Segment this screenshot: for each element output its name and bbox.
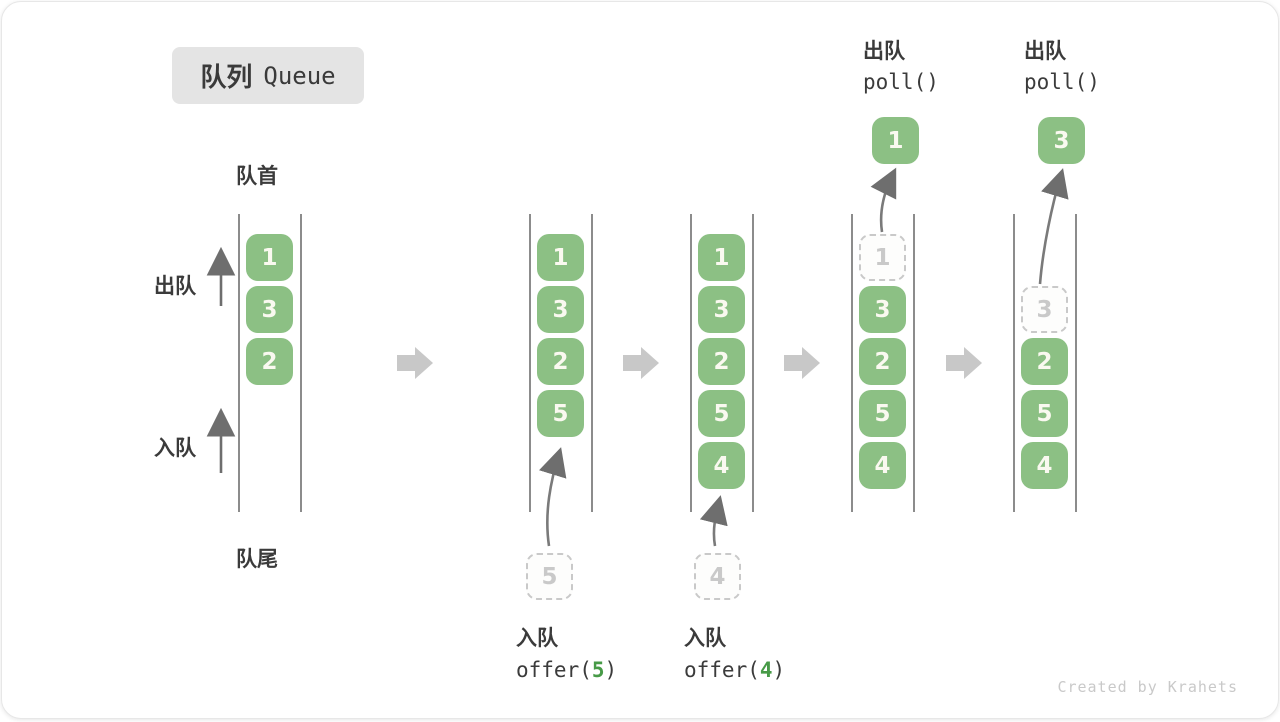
dequeue-side-label: 出队 — [154, 275, 196, 298]
queue5-cell: 5 — [1021, 390, 1068, 437]
enqueue-path-arrow-icon — [699, 495, 728, 547]
queue2-pending-cell: 5 — [526, 553, 573, 600]
queue4-cell: 5 — [859, 390, 906, 437]
queue1-cell: 2 — [246, 338, 293, 385]
queue4-op-code: poll() — [863, 70, 939, 94]
queue5-out-cell: 3 — [1038, 117, 1085, 164]
title-en: Queue — [263, 61, 336, 90]
queue5-cell: 4 — [1021, 442, 1068, 489]
queue5-op-label: 出队 — [1024, 40, 1066, 63]
enqueue-path-arrow-icon — [539, 447, 567, 547]
queue4-out-cell: 1 — [872, 117, 919, 164]
queue5-op-code: poll() — [1024, 70, 1100, 94]
queue3-pending-cell: 4 — [694, 553, 741, 600]
queue2-cell: 2 — [537, 338, 584, 385]
code-suffix: ) — [772, 658, 786, 682]
queue3-cell: 1 — [698, 234, 745, 281]
queue4-ghost-cell: 1 — [859, 234, 906, 281]
queue3-op-code: offer(4) — [684, 658, 785, 682]
queue3-cell: 5 — [698, 390, 745, 437]
dequeue-path-arrow-icon — [1038, 168, 1069, 285]
dequeue-path-arrow-icon — [870, 167, 897, 233]
queue2-op-code: offer(5) — [516, 658, 617, 682]
code-prefix: offer( — [516, 658, 592, 682]
diagram-title: 队列 Queue — [172, 47, 364, 104]
queue3-op-label: 入队 — [684, 627, 726, 650]
enqueue-side-label: 入队 — [154, 437, 196, 460]
queue1-cell: 3 — [246, 286, 293, 333]
queue2-cell: 5 — [537, 390, 584, 437]
code-prefix: offer( — [684, 658, 760, 682]
credit-text: Created by Krahets — [1057, 678, 1238, 696]
queue4-cell: 4 — [859, 442, 906, 489]
queue2-cell: 3 — [537, 286, 584, 333]
queue-walls — [238, 214, 1077, 512]
queue4-cell: 2 — [859, 338, 906, 385]
queue3-cell: 4 — [698, 442, 745, 489]
queue-rear-label: 队尾 — [236, 548, 278, 571]
code-arg: 5 — [591, 658, 605, 682]
queue-front-label: 队首 — [236, 165, 278, 188]
title-zh: 队列 — [200, 62, 253, 92]
queue5-ghost-cell: 3 — [1021, 286, 1068, 333]
queue5-cell: 2 — [1021, 338, 1068, 385]
queue4-op-label: 出队 — [863, 40, 905, 63]
queue3-cell: 2 — [698, 338, 745, 385]
queue2-cell: 1 — [537, 234, 584, 281]
queue1-cell: 1 — [246, 234, 293, 281]
queue2-op-label: 入队 — [516, 627, 558, 650]
code-arg: 4 — [759, 658, 773, 682]
code-suffix: ) — [604, 658, 618, 682]
queue4-cell: 3 — [859, 286, 906, 333]
queue3-cell: 3 — [698, 286, 745, 333]
